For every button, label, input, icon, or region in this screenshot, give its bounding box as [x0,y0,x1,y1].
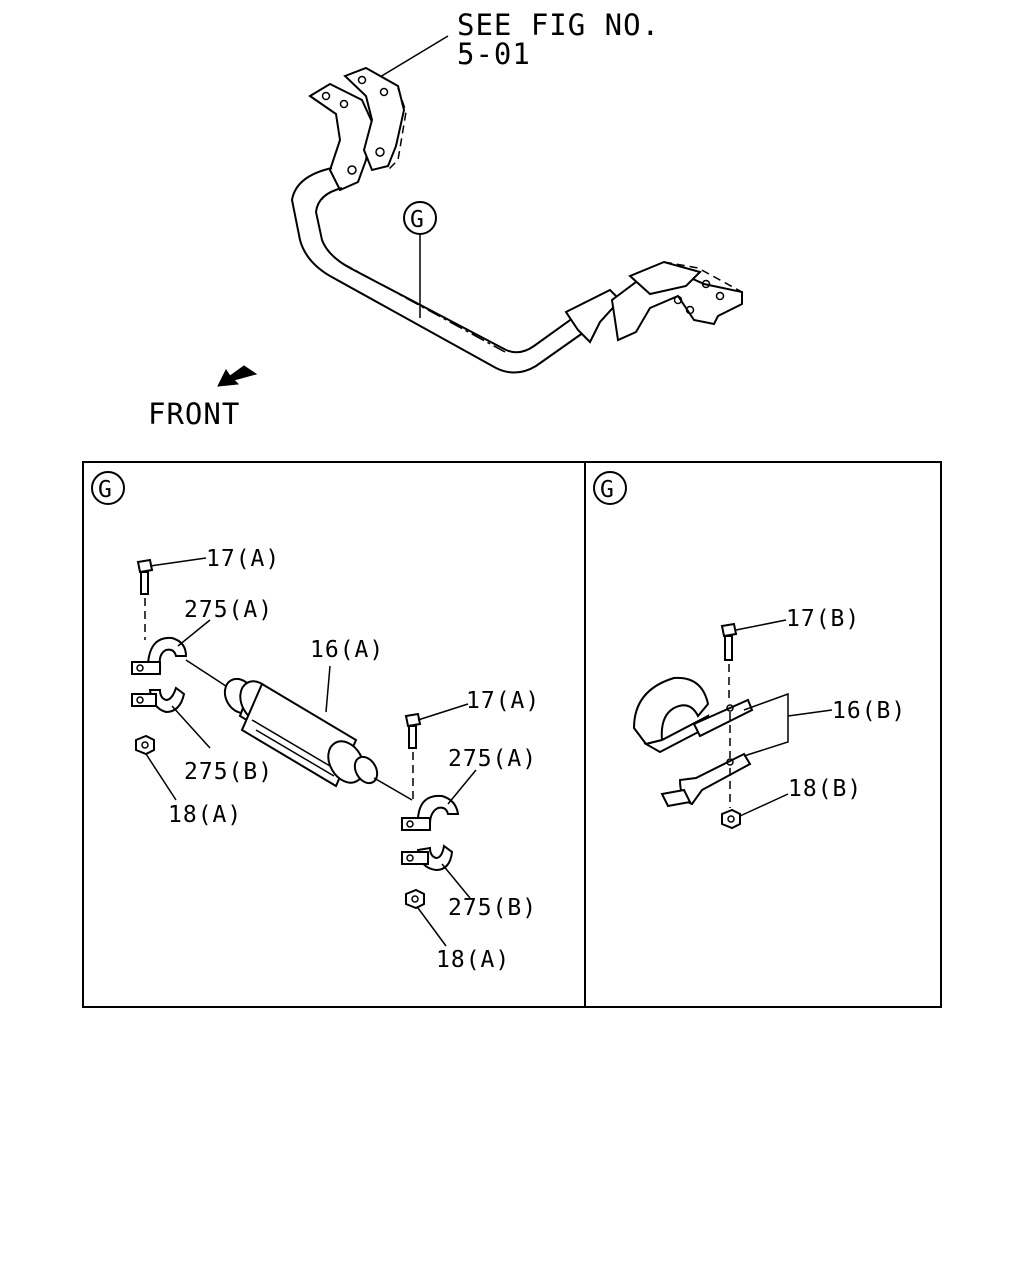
bolt-17b [720,622,738,700]
label-17a-right: 17(A) [466,688,540,714]
right-frame-bracket [564,260,743,344]
label-18b: 18(B) [788,776,862,802]
clamp-275a-left [131,636,188,675]
detail-frame [82,461,942,1008]
label-17b: 17(B) [786,606,860,632]
label-275a-top: 275(A) [184,597,273,623]
bolt-17a-right [404,712,422,800]
nut-18a-right [405,888,425,910]
panel-left: G 17(A) 275(A) 275(B) 1 [91,471,540,973]
clamp-275b-right [401,844,454,872]
label-17a-top: 17(A) [206,546,280,572]
see-fig-number: 5-01 [457,37,531,71]
left-frame-bracket [308,66,407,192]
panel-right-g-icon [593,471,627,505]
front-indicator: FRONT [148,365,258,431]
see-fig-reference: SEE FIG NO. 5-01 [374,8,660,81]
label-275b-left: 275(B) [184,759,273,785]
label-275a-right: 275(A) [448,746,537,772]
panel-left-g-icon [91,471,125,505]
stabilizer-bar [290,167,605,374]
see-fig-leader [374,35,449,81]
nut-18a-left [135,734,155,756]
clamp-275b-left [131,686,186,714]
label-16a: 16(A) [310,637,384,663]
nut-18b [721,808,741,830]
callout-letter: G [410,207,425,233]
panel-right-ref: G [600,477,615,503]
overview-g-callout: G [403,201,437,318]
bushing-16a [223,677,379,788]
panel-left-ref: G [98,477,113,503]
label-18a-right: 18(A) [436,947,510,973]
label-275b-right: 275(B) [448,895,537,921]
front-label: FRONT [148,397,240,431]
bushing-16b [632,676,754,808]
bolt-17a-left [136,558,154,640]
see-fig-text: SEE FIG NO. [457,8,660,42]
front-arrow-icon [217,365,258,387]
label-18a-left: 18(A) [168,802,242,828]
label-16b: 16(B) [832,698,906,724]
panel-right: G 17(B) 16(B) 18(B) [593,471,906,830]
